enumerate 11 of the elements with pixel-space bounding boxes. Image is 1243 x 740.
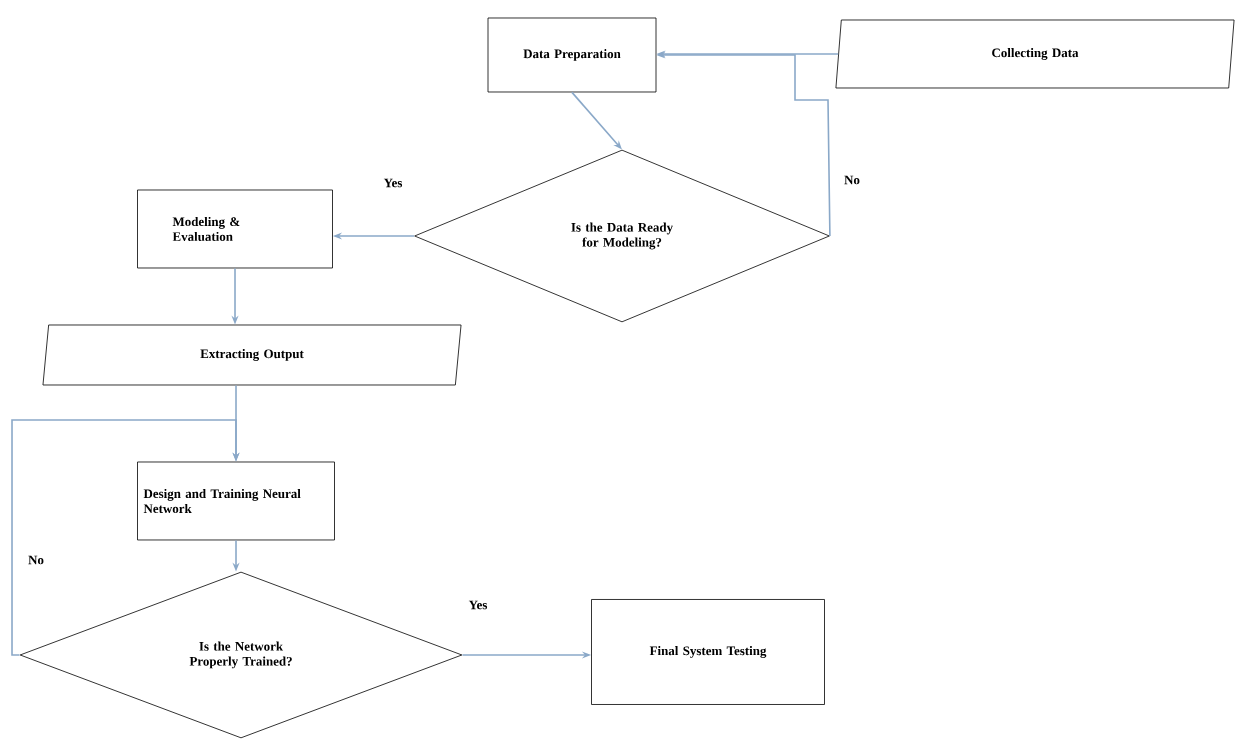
edge-label: Yes (467, 599, 489, 611)
arrow (11, 419, 240, 656)
data-parallelogram: Collecting Data (835, 19, 1235, 89)
data-parallelogram: Extracting Output (42, 324, 462, 386)
process-box: Final System Testing (591, 599, 825, 705)
edge-label: No (27, 554, 45, 566)
process-box: Data Preparation (487, 17, 657, 93)
process-box: Design and Training Neural Network (137, 461, 335, 541)
edge-label: No (843, 174, 861, 186)
edge-label: Yes (382, 177, 404, 189)
process-box: Modeling & Evaluation (137, 189, 333, 269)
